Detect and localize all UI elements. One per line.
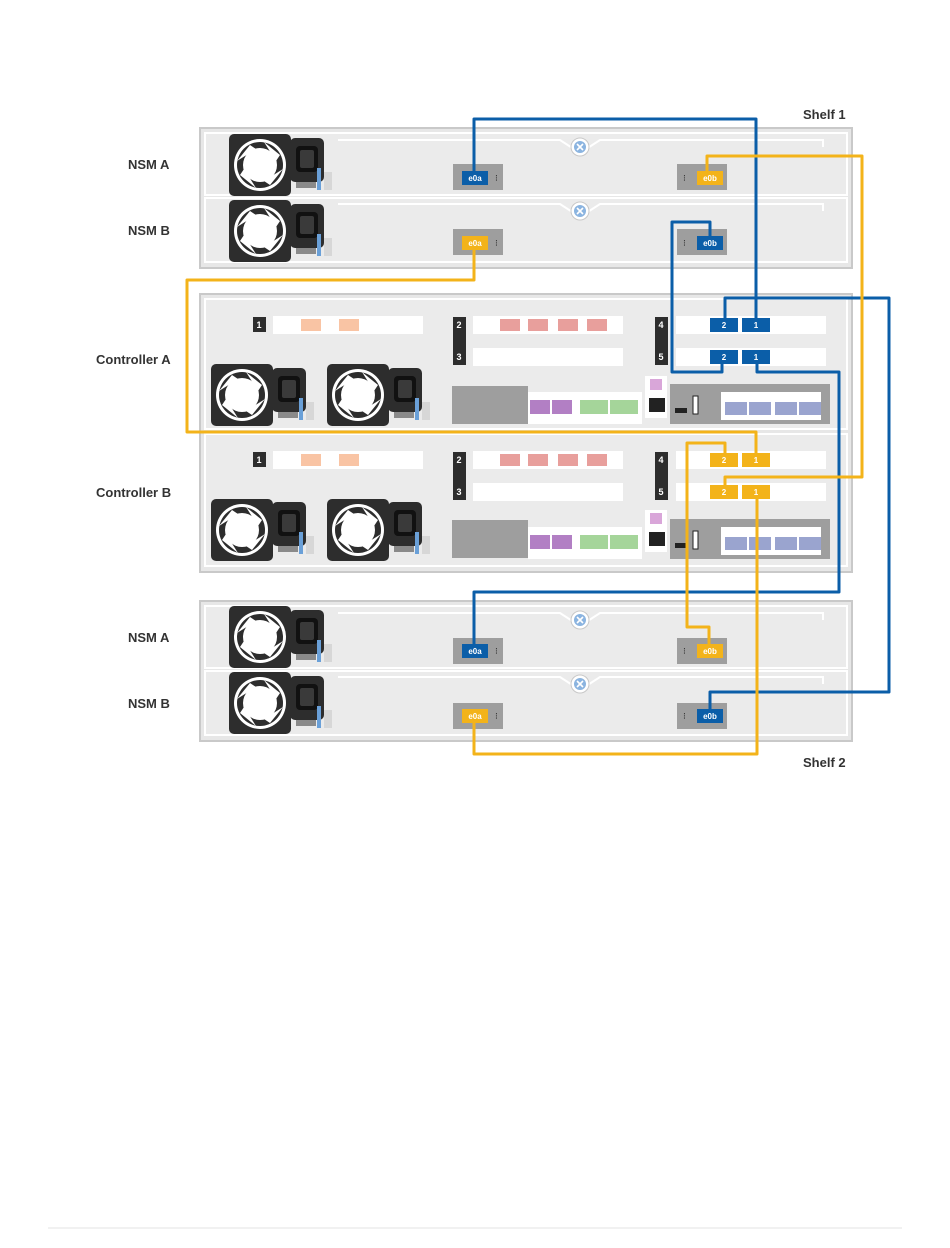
fan-icon bbox=[211, 364, 273, 426]
port-e0a: e0a bbox=[462, 171, 488, 185]
fan-icon bbox=[211, 499, 273, 561]
shelf1-nsm-b-label: NSM B bbox=[128, 223, 170, 238]
shelf1-label: Shelf 1 bbox=[803, 107, 846, 122]
port-e0a: e0a bbox=[462, 236, 488, 250]
shelf2-nsm-b-label: NSM B bbox=[128, 696, 170, 711]
controller-b-label: Controller B bbox=[96, 485, 171, 500]
slot-number: 4 bbox=[658, 320, 663, 330]
svg-text:e0a: e0a bbox=[468, 647, 482, 656]
slot-number: 1 bbox=[256, 455, 261, 465]
svg-text:2: 2 bbox=[722, 456, 727, 465]
svg-text:⁝: ⁝ bbox=[495, 238, 498, 248]
slot-port: 2 bbox=[710, 318, 738, 332]
svg-text:⁝: ⁝ bbox=[495, 711, 498, 721]
fan-icon bbox=[327, 364, 389, 426]
port-e0b: e0b bbox=[697, 644, 723, 658]
svg-text:1: 1 bbox=[754, 456, 759, 465]
fan-icon bbox=[229, 672, 291, 734]
svg-text:e0a: e0a bbox=[468, 712, 482, 721]
slot-port: 1 bbox=[742, 485, 770, 499]
port-e0b: e0b bbox=[697, 171, 723, 185]
svg-text:e0b: e0b bbox=[703, 239, 717, 248]
fan-icon bbox=[229, 606, 291, 668]
port-e0a: e0a bbox=[462, 709, 488, 723]
svg-text:e0b: e0b bbox=[703, 647, 717, 656]
slot-port: 2 bbox=[710, 350, 738, 364]
fan-icon bbox=[229, 134, 291, 196]
slot-port: 2 bbox=[710, 453, 738, 467]
svg-text:⁝: ⁝ bbox=[495, 646, 498, 656]
svg-text:⁝: ⁝ bbox=[683, 238, 686, 248]
svg-text:⁝: ⁝ bbox=[683, 711, 686, 721]
svg-text:e0a: e0a bbox=[468, 174, 482, 183]
slot-port: 1 bbox=[742, 453, 770, 467]
port-e0a: e0a bbox=[462, 644, 488, 658]
fan-icon bbox=[327, 499, 389, 561]
slot-number: 4 bbox=[658, 455, 663, 465]
svg-text:⁝: ⁝ bbox=[683, 646, 686, 656]
svg-text:2: 2 bbox=[722, 321, 727, 330]
svg-text:2: 2 bbox=[722, 488, 727, 497]
slot-number: 3 bbox=[456, 352, 461, 362]
port-e0b: e0b bbox=[697, 709, 723, 723]
svg-text:e0b: e0b bbox=[703, 712, 717, 721]
slot-number: 2 bbox=[456, 320, 461, 330]
slot-number: 2 bbox=[456, 455, 461, 465]
controller-a-label: Controller A bbox=[96, 352, 171, 367]
svg-text:1: 1 bbox=[754, 353, 759, 362]
svg-text:⁝: ⁝ bbox=[683, 173, 686, 183]
shelf1-nsm-a-label: NSM A bbox=[128, 157, 170, 172]
shelf2-label: Shelf 2 bbox=[803, 755, 846, 770]
slot-number: 5 bbox=[658, 352, 663, 362]
fan-icon bbox=[229, 200, 291, 262]
slot-port: 1 bbox=[742, 350, 770, 364]
shelf2-nsm-a-label: NSM A bbox=[128, 630, 170, 645]
svg-text:e0a: e0a bbox=[468, 239, 482, 248]
svg-text:1: 1 bbox=[754, 488, 759, 497]
slot-port: 2 bbox=[710, 485, 738, 499]
svg-text:1: 1 bbox=[754, 321, 759, 330]
slot-number: 1 bbox=[256, 320, 261, 330]
port-e0b: e0b bbox=[697, 236, 723, 250]
svg-text:e0b: e0b bbox=[703, 174, 717, 183]
svg-text:2: 2 bbox=[722, 353, 727, 362]
slot-number: 3 bbox=[456, 487, 461, 497]
slot-number: 5 bbox=[658, 487, 663, 497]
svg-text:⁝: ⁝ bbox=[495, 173, 498, 183]
slot-port: 1 bbox=[742, 318, 770, 332]
